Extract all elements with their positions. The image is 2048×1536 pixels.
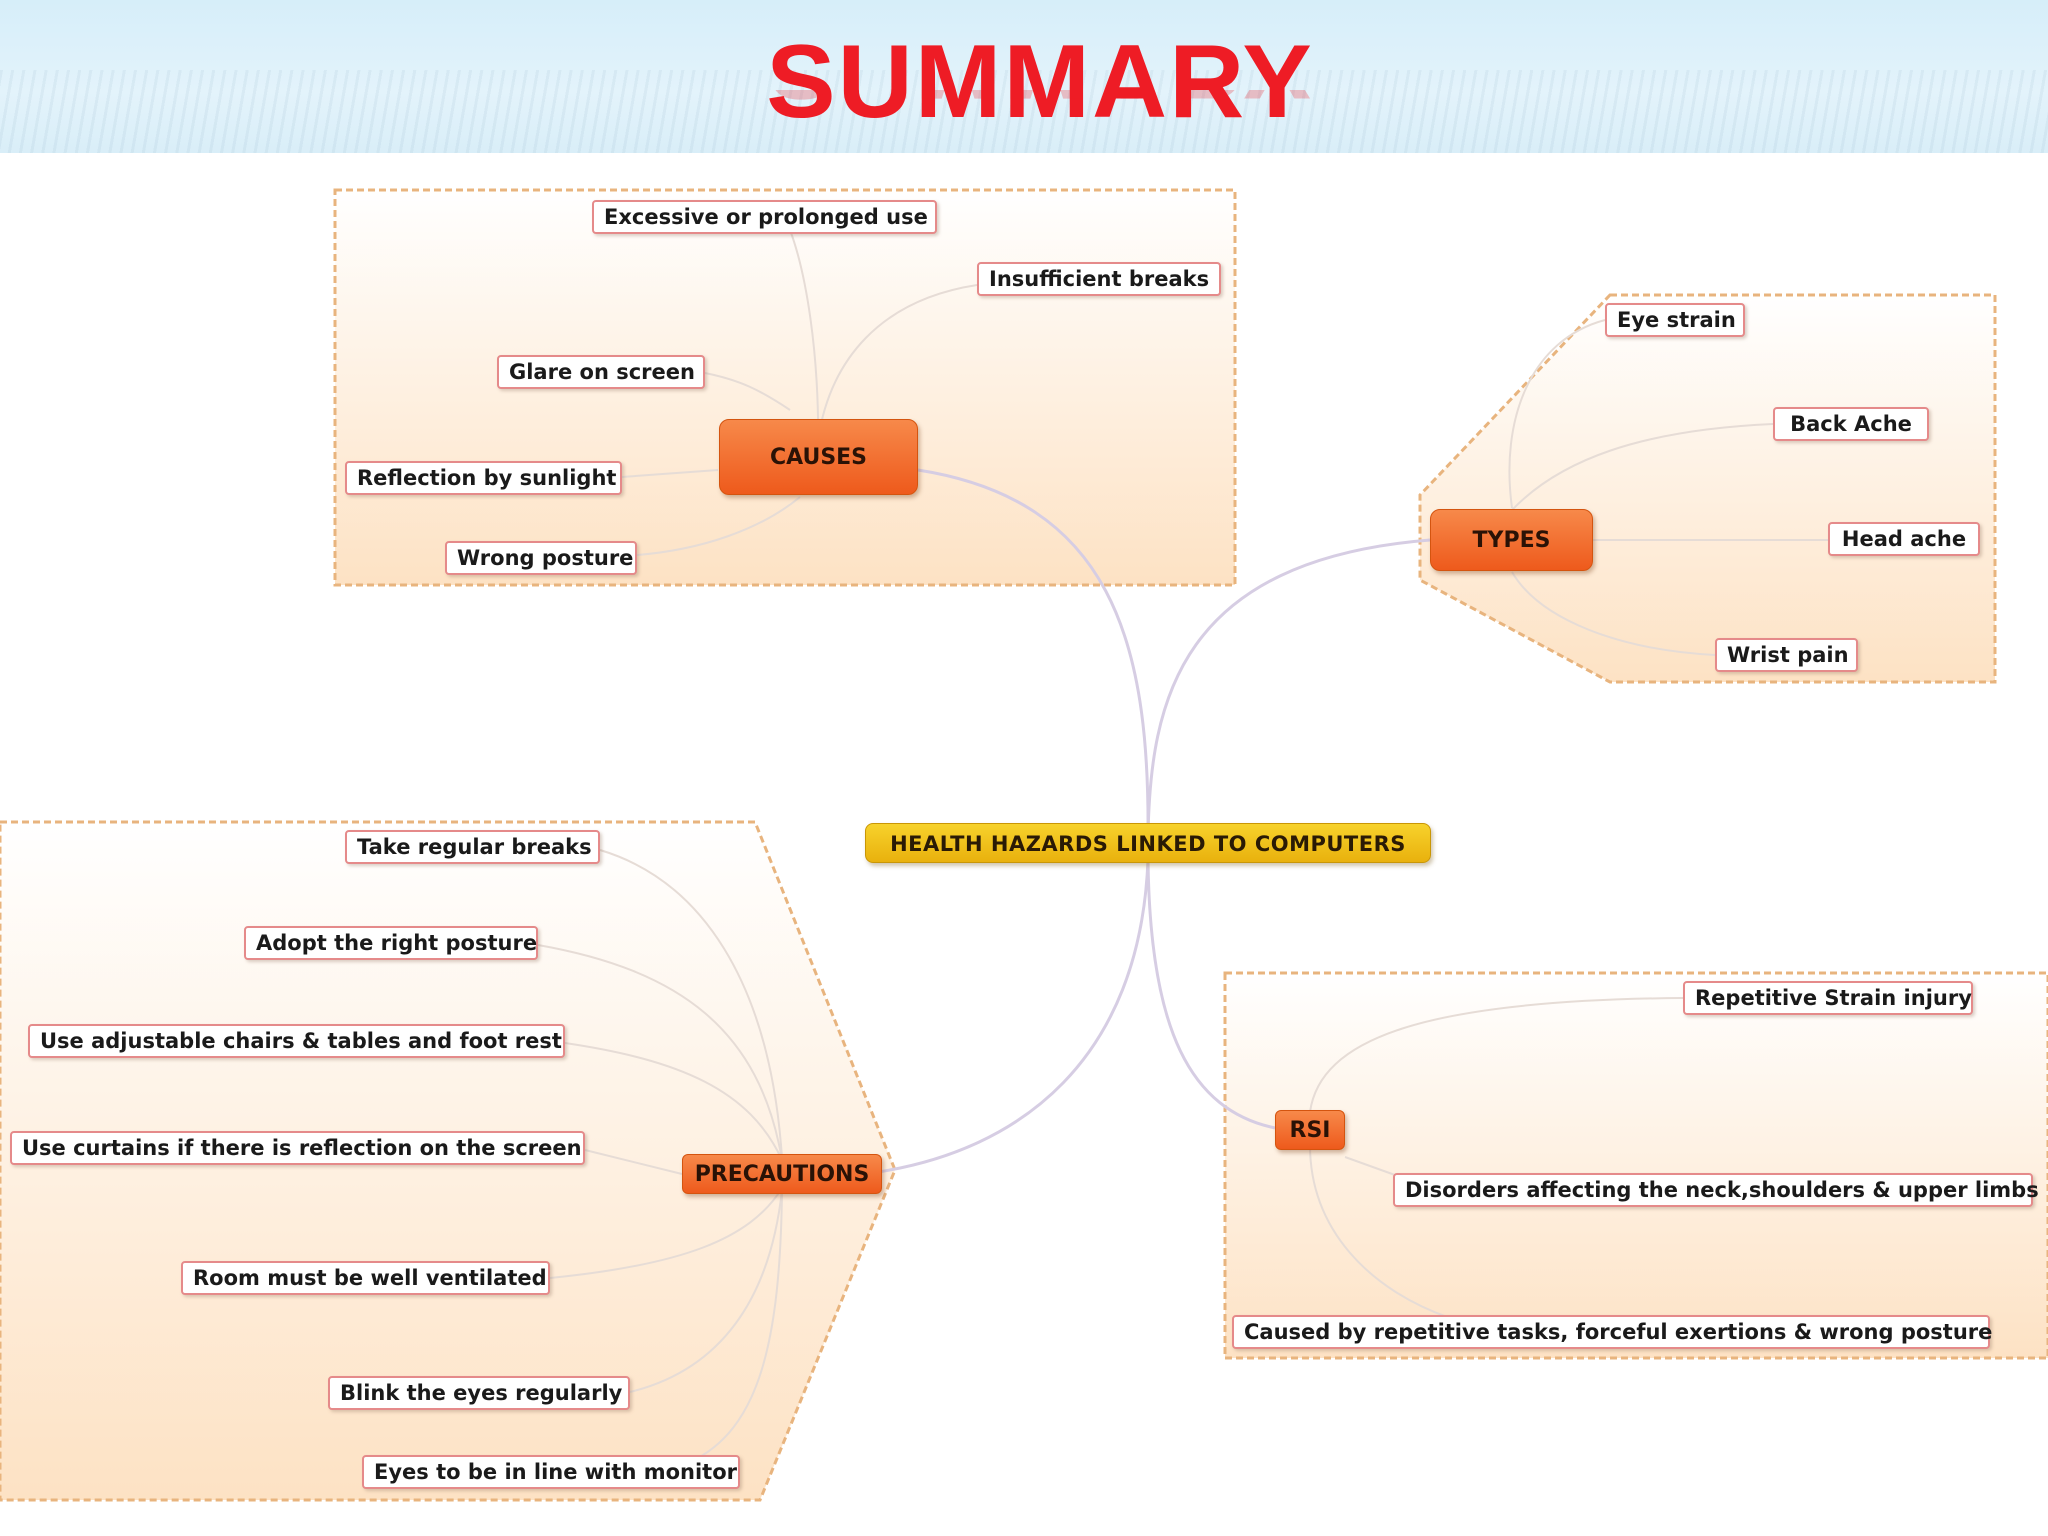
precautions-connector <box>549 1187 783 1279</box>
branch-precautions <box>877 859 1150 1174</box>
header-band <box>0 0 2048 153</box>
cause-item[interactable]: Glare on screen <box>497 355 705 389</box>
type-item[interactable]: Back Ache <box>1773 407 1929 441</box>
branch-causes <box>917 468 1150 839</box>
causes-connector <box>636 496 801 556</box>
rsi-connector <box>1344 1156 1396 1176</box>
rsi-item[interactable]: Repetitive Strain injury <box>1683 981 1973 1015</box>
precautions-connector <box>564 1042 783 1161</box>
rsi-node[interactable]: RSI <box>1275 1110 1345 1150</box>
causes-node[interactable]: CAUSES <box>719 419 918 495</box>
precaution-item[interactable]: Adopt the right posture <box>244 926 538 960</box>
causes-label: CAUSES <box>769 445 868 470</box>
central-topic-label: HEALTH HAZARDS LINKED TO COMPUTERS <box>890 832 1406 856</box>
rsi-connector <box>1309 997 1684 1113</box>
central-topic[interactable]: HEALTH HAZARDS LINKED TO COMPUTERS <box>865 823 1431 863</box>
type-item[interactable]: Eye strain <box>1605 303 1745 337</box>
rsi-connector <box>1309 1144 1451 1319</box>
causes-region <box>333 188 1237 587</box>
types-connector <box>1511 571 1716 656</box>
rsi-label: RSI <box>1289 1118 1331 1143</box>
precautions-connector <box>537 944 783 1161</box>
page-title: SUMMARY <box>766 24 1314 140</box>
precautions-node[interactable]: PRECAUTIONS <box>682 1154 882 1194</box>
precautions-connector <box>584 1149 683 1175</box>
precaution-item[interactable]: Blink the eyes regularly <box>328 1376 630 1410</box>
precautions-connector <box>629 1189 783 1393</box>
type-item[interactable]: Head ache <box>1828 522 1980 556</box>
causes-connector <box>817 284 978 441</box>
precaution-item[interactable]: Use adjustable chairs & tables and foot … <box>28 1024 565 1058</box>
types-label: TYPES <box>1472 528 1551 553</box>
type-item[interactable]: Wrist pain <box>1715 638 1858 672</box>
cause-item[interactable]: Reflection by sunlight <box>345 461 622 495</box>
rsi-item[interactable]: Caused by repetitive tasks, forceful exe… <box>1232 1315 1992 1349</box>
rsi-item[interactable]: Disorders affecting the neck,shoulders &… <box>1393 1173 2039 1207</box>
precautions-connector <box>599 849 783 1159</box>
types-connector <box>1511 423 1774 511</box>
cause-item[interactable]: Insufficient breaks <box>977 262 1221 296</box>
precautions-label: PRECAUTIONS <box>694 1162 870 1187</box>
causes-connector <box>704 372 791 411</box>
precaution-item[interactable]: Room must be well ventilated <box>181 1261 550 1295</box>
branch-rsi <box>1146 859 1276 1130</box>
cause-item[interactable]: Excessive or prolonged use <box>592 200 937 234</box>
rsi-region <box>1223 971 2048 1360</box>
causes-connector <box>789 229 820 456</box>
types-connector <box>1508 319 1606 509</box>
branch-types <box>1146 538 1431 839</box>
types-node[interactable]: TYPES <box>1430 509 1593 571</box>
precaution-item[interactable]: Use curtains if there is reflection on t… <box>10 1131 585 1165</box>
types-region <box>1418 293 1997 684</box>
precaution-item[interactable]: Take regular breaks <box>345 830 600 864</box>
precaution-item[interactable]: Eyes to be in line with monitor <box>362 1455 740 1489</box>
precautions-connector <box>689 1191 783 1463</box>
header-decoration <box>0 70 2048 153</box>
causes-connector <box>621 469 719 478</box>
cause-item[interactable]: Wrong posture <box>445 541 637 575</box>
